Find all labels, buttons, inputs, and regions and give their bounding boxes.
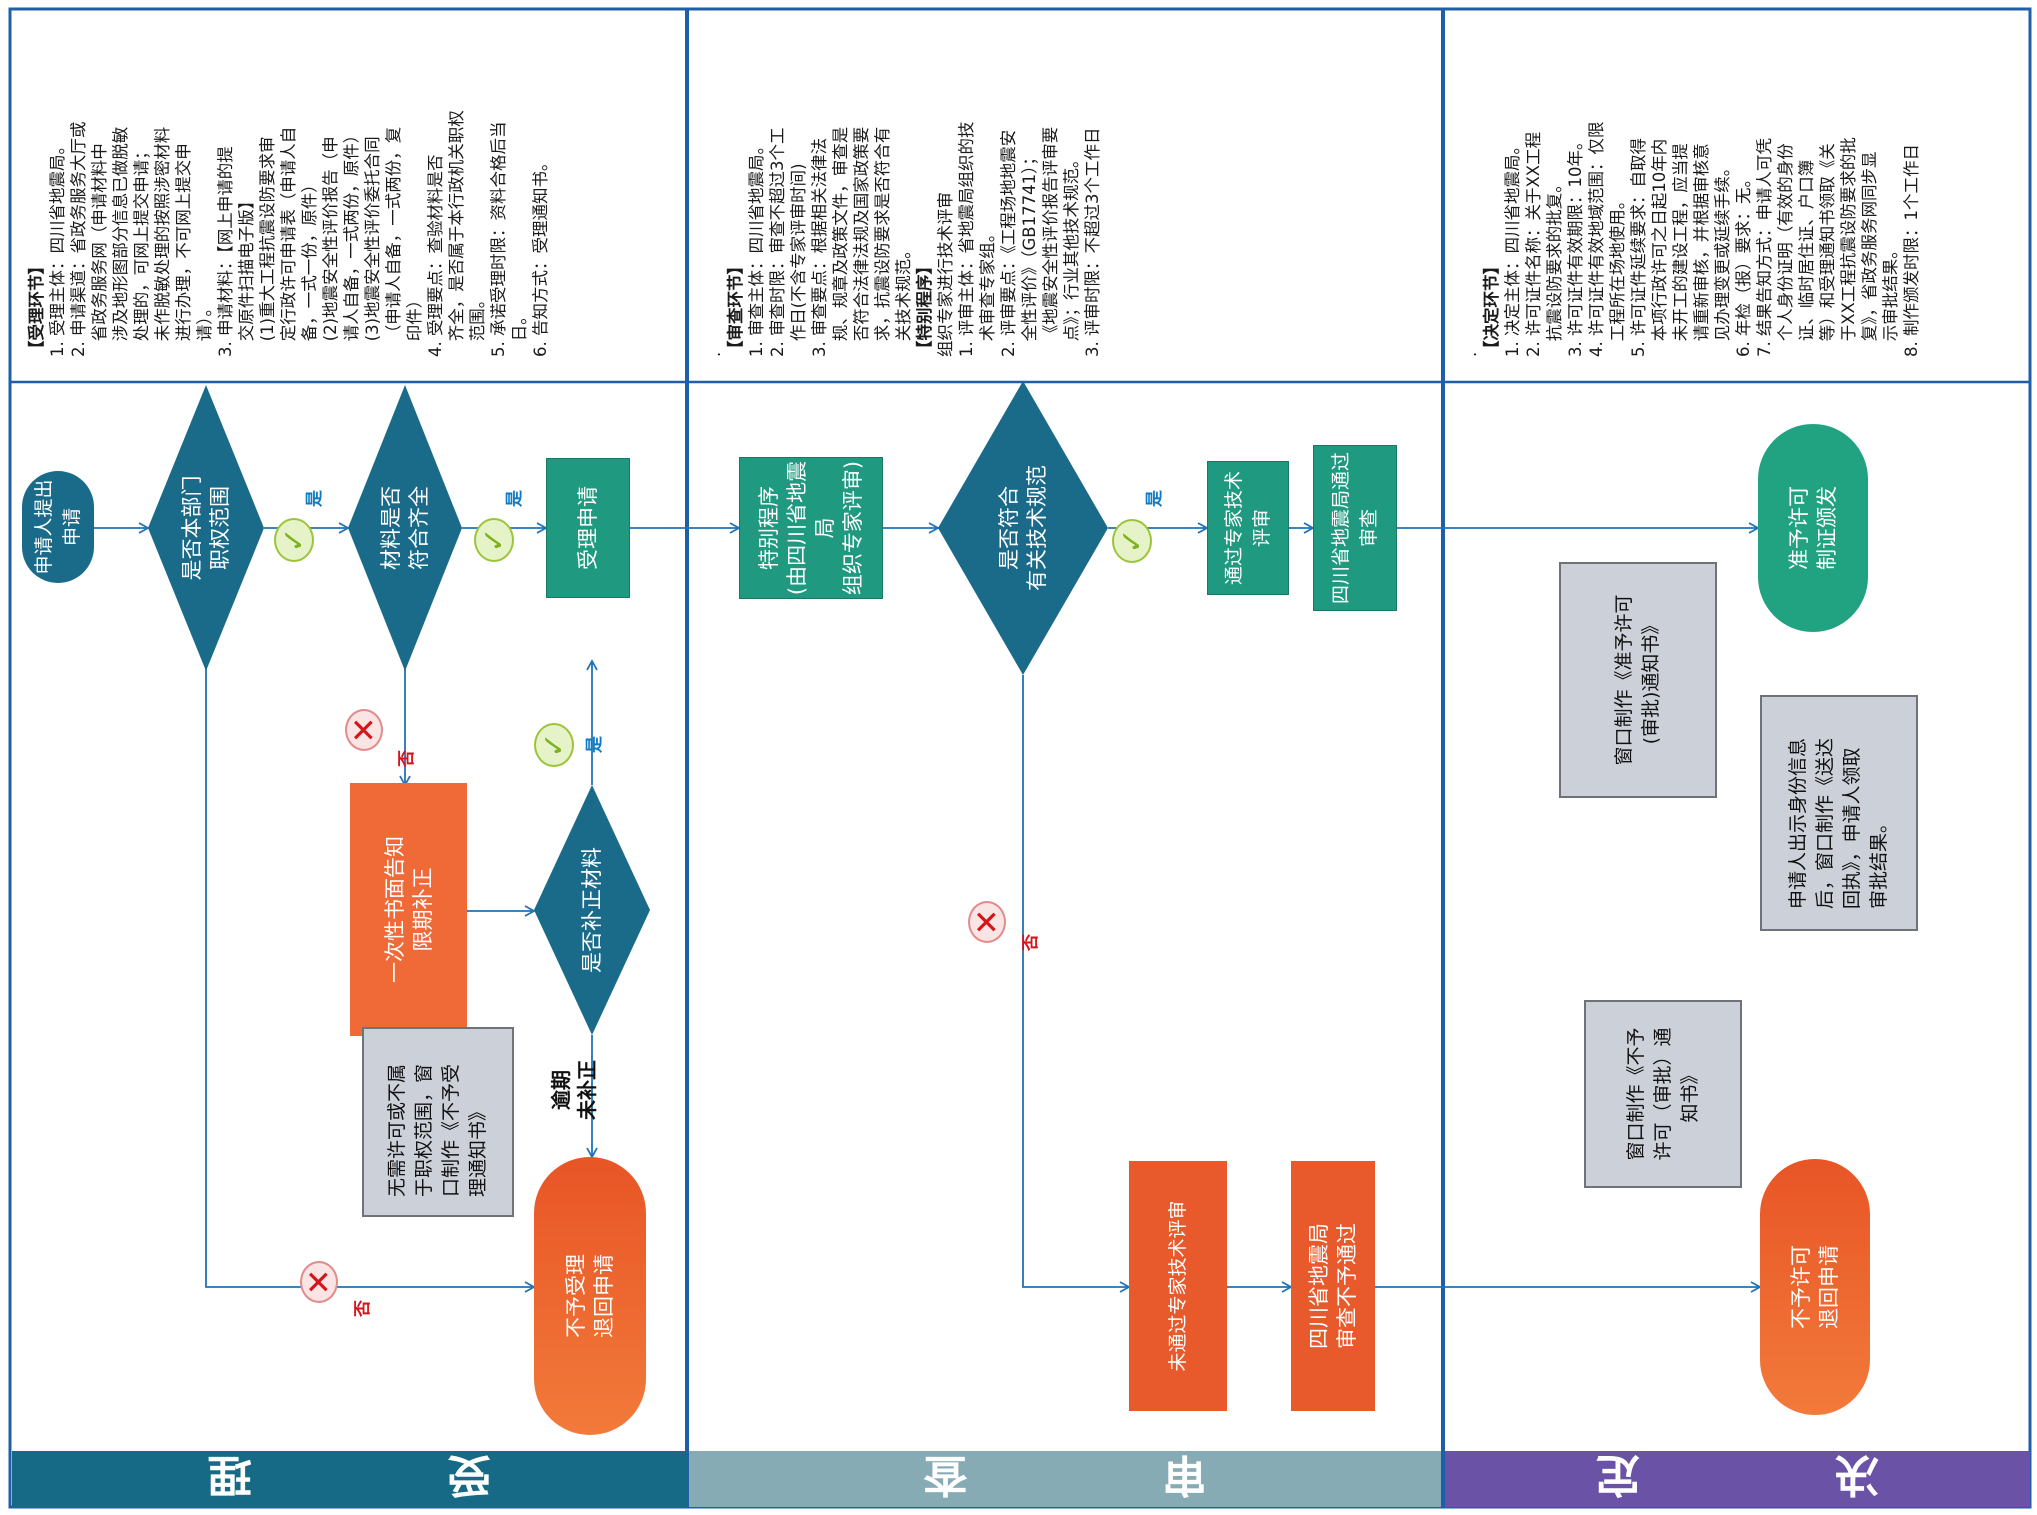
decision-materials: 材料是否 符合齐全 [348, 385, 462, 671]
note-reject-text: 无需许可或不属 于职权范围，窗 口制作《不予受 理通知书》 [386, 1063, 489, 1197]
lane-header-review: 审 查 [689, 1449, 1441, 1507]
special-procedure-label: 特别程序 (由四川省地震局 组织专家评审) [757, 460, 865, 596]
notify-correction-box: 一次性书面告知 限期补正 [350, 783, 467, 1036]
note-deny-doc-text: 窗口制作《不予 许可（审批）通 知书》 [1624, 1027, 1701, 1161]
notes-acceptance: 【受理环节】 1. 受理主体：四川省地震局。 2. 申请渠道：省政务服务大厅或 … [12, 11, 685, 379]
notes-decision-body: 1. 决定主体：四川省地震局。 2. 许可证件名称：关于XX工程 抗震设防要求的… [1503, 121, 1921, 358]
check-icon: ✓ [1112, 519, 1152, 563]
deny-node-label: 不予许可 退回申请 [1789, 1245, 1841, 1329]
decision-corrected-label: 是否补正材料 [580, 847, 604, 973]
check-icon: ✓ [534, 723, 574, 767]
bureau-pass-box: 四川省地震局通过审查 [1313, 445, 1397, 611]
accept-application-label: 受理申请 [576, 486, 600, 570]
notes-review-title: 【审查环节】 [726, 258, 745, 357]
decision-jurisdiction: 是否本部门 职权范围 [148, 385, 264, 671]
note-collect-result-text: 申请人出示身份信息 后，窗口制作《送达 回执》，申请人领取 审批结果。 [1787, 737, 1890, 909]
note-reject: 无需许可或不属 于职权范围，窗 口制作《不予受 理通知书》 [362, 1027, 514, 1217]
start-node: 申请人提出申请 [22, 471, 94, 583]
yes-label: 是 [1145, 490, 1165, 507]
lane-header-decision: 决 定 [1445, 1449, 2030, 1507]
check-icon: ✓ [274, 518, 314, 562]
lane-header-decision-text: 决 定 [1505, 1449, 1880, 1500]
yes-label: 是 [585, 736, 605, 753]
expert-pass-label: 通过专家技术评审 [1223, 471, 1273, 586]
notes-acceptance-title: 【受理环节】 [27, 258, 46, 357]
outer-border [8, 7, 2032, 1509]
expert-fail-box: 未通过专家技术评审 [1129, 1161, 1227, 1411]
reject-node: 不予受理 退回申请 [534, 1157, 646, 1435]
decision-materials-label: 材料是否 符合齐全 [379, 486, 431, 570]
note-grant-doc-text: 窗口制作《准予许可 (审批)通知书》 [1613, 594, 1662, 766]
lane-header-review-text: 审 查 [833, 1449, 1207, 1500]
decision-tech-standard-label: 是否符合 有关技术规范 [997, 465, 1049, 591]
deny-node: 不予许可 退回申请 [1760, 1159, 1870, 1415]
bureau-fail-label: 四川省地震局 审查不予通过 [1307, 1223, 1359, 1349]
notes-acceptance-body: 1. 受理主体：四川省地震局。 2. 申请渠道：省政务服务大厅或 省政务服务网（… [48, 110, 550, 357]
notes-review-dot: . [705, 351, 724, 357]
note-collect-result: 申请人出示身份信息 后，窗口制作《送达 回执》，申请人领取 审批结果。 [1760, 695, 1918, 931]
notes-decision-title: 【决定环节】 [1482, 258, 1501, 357]
notes-decision-dot: . [1461, 351, 1480, 357]
no-label: 否 [397, 750, 417, 767]
decision-jurisdiction-label: 是否本部门 职权范围 [180, 475, 232, 581]
bureau-fail-box: 四川省地震局 审查不予通过 [1291, 1161, 1375, 1411]
expert-pass-box: 通过专家技术评审 [1207, 461, 1289, 595]
cross-icon: ✕ [300, 1261, 338, 1303]
reject-node-label: 不予受理 退回申请 [564, 1254, 616, 1338]
notes-decision: . 【决定环节】 1. 决定主体：四川省地震局。 2. 许可证件名称：关于XX工… [1446, 11, 2028, 379]
note-grant-doc: 窗口制作《准予许可 (审批)通知书》 [1559, 562, 1717, 798]
overdue-label: 逾期 未补正 [549, 1060, 599, 1120]
decision-corrected: 是否补正材料 [534, 785, 650, 1035]
notes-review: . 【审查环节】 1. 审查主体：四川省地震局。 2. 审查时限：审查不超过3个… [690, 11, 1440, 379]
grant-node: 准予许可 制证颁发 [1758, 424, 1868, 632]
accept-application-box: 受理申请 [546, 458, 630, 598]
yes-label: 是 [305, 490, 325, 507]
notes-review-body2: 组织专家进行技术评审 1. 评审主体：省地震局组织的技 术审查专家组。 2. 评… [936, 121, 1102, 358]
decision-tech-standard: 是否符合 有关技术规范 [938, 381, 1108, 675]
check-icon: ✓ [474, 518, 514, 562]
expert-fail-label: 未通过专家技术评审 [1167, 1200, 1189, 1372]
no-label: 否 [1021, 934, 1041, 951]
cross-icon: ✕ [968, 901, 1006, 943]
notes-review-body: 1. 审查主体：四川省地震局。 2. 审查时限：审查不超过3个工 作日(不含专家… [747, 126, 913, 357]
special-procedure-box: 特别程序 (由四川省地震局 组织专家评审) [739, 457, 883, 599]
notes-review-title2: 【特别程序】 [915, 258, 934, 357]
start-node-label: 申请人提出申请 [33, 479, 83, 575]
grant-node-label: 准予许可 制证颁发 [1787, 486, 1839, 570]
no-label: 否 [353, 1300, 373, 1317]
cross-icon: ✕ [345, 709, 383, 751]
yes-label: 是 [505, 490, 525, 507]
notify-correction-label: 一次性书面告知 限期补正 [382, 836, 435, 983]
lane-header-acceptance: 受 理 [12, 1449, 687, 1507]
bureau-pass-label: 四川省地震局通过审查 [1330, 452, 1380, 605]
note-deny-doc: 窗口制作《不予 许可（审批）通 知书》 [1584, 1000, 1742, 1188]
lane-header-acceptance-text: 受 理 [117, 1449, 492, 1500]
